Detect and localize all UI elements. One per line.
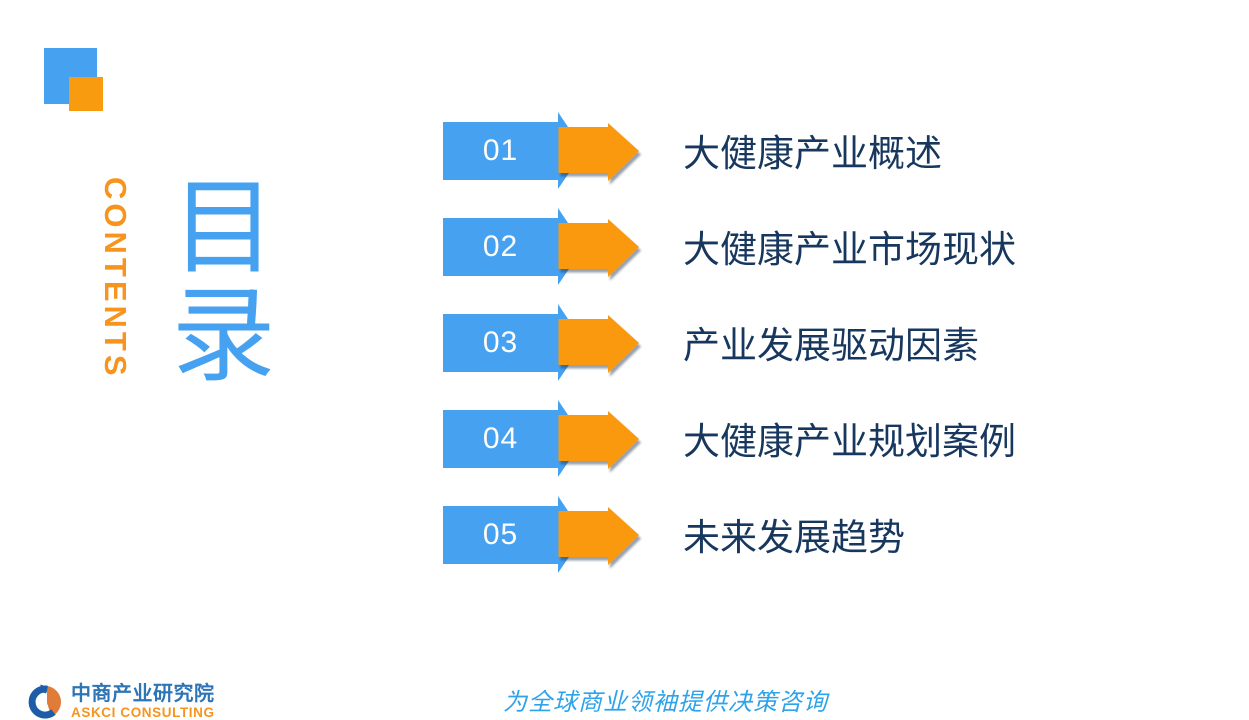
toc-item-number: 03 xyxy=(482,326,519,359)
toc-item-title: 大健康产业市场现状 xyxy=(683,230,1016,271)
toc-item[interactable]: 02 大健康产业市场现状 xyxy=(443,206,1063,286)
toc-item-title: 大健康产业概述 xyxy=(683,134,942,175)
toc-item-number: 02 xyxy=(482,230,519,263)
toc-arrow-icon xyxy=(443,496,639,573)
contents-label: CONTENTS xyxy=(98,177,133,380)
toc-item[interactable]: 04 大健康产业规划案例 xyxy=(443,398,1063,478)
footer-slogan: 为全球商业领袖提供决策咨询 xyxy=(503,690,828,716)
page-title: 目录 xyxy=(155,172,270,388)
toc-item-number: 01 xyxy=(482,134,519,167)
toc-item[interactable]: 03 产业发展驱动因素 xyxy=(443,302,1063,382)
logo-name-en: ASKCI CONSULTING xyxy=(71,705,215,720)
toc-arrow-icon xyxy=(443,400,639,477)
toc-arrow-icon xyxy=(443,304,639,381)
toc-item-number: 05 xyxy=(482,518,519,551)
toc-item-title: 大健康产业规划案例 xyxy=(683,422,1016,463)
toc-item[interactable]: 01 大健康产业概述 xyxy=(443,110,1063,190)
toc-arrow-icon xyxy=(443,112,639,189)
toc-arrow-icon xyxy=(443,208,639,285)
toc-item-title: 未来发展趋势 xyxy=(683,518,905,559)
toc-item-title: 产业发展驱动因素 xyxy=(683,326,979,367)
decor-square-orange xyxy=(69,77,103,111)
toc-item[interactable]: 05 未来发展趋势 xyxy=(443,494,1063,574)
toc-item-number: 04 xyxy=(482,422,519,455)
askci-logo-icon xyxy=(28,684,62,719)
logo-name-cn: 中商产业研究院 xyxy=(71,683,215,705)
company-logo: 中商产业研究院 ASKCI CONSULTING xyxy=(27,684,215,720)
